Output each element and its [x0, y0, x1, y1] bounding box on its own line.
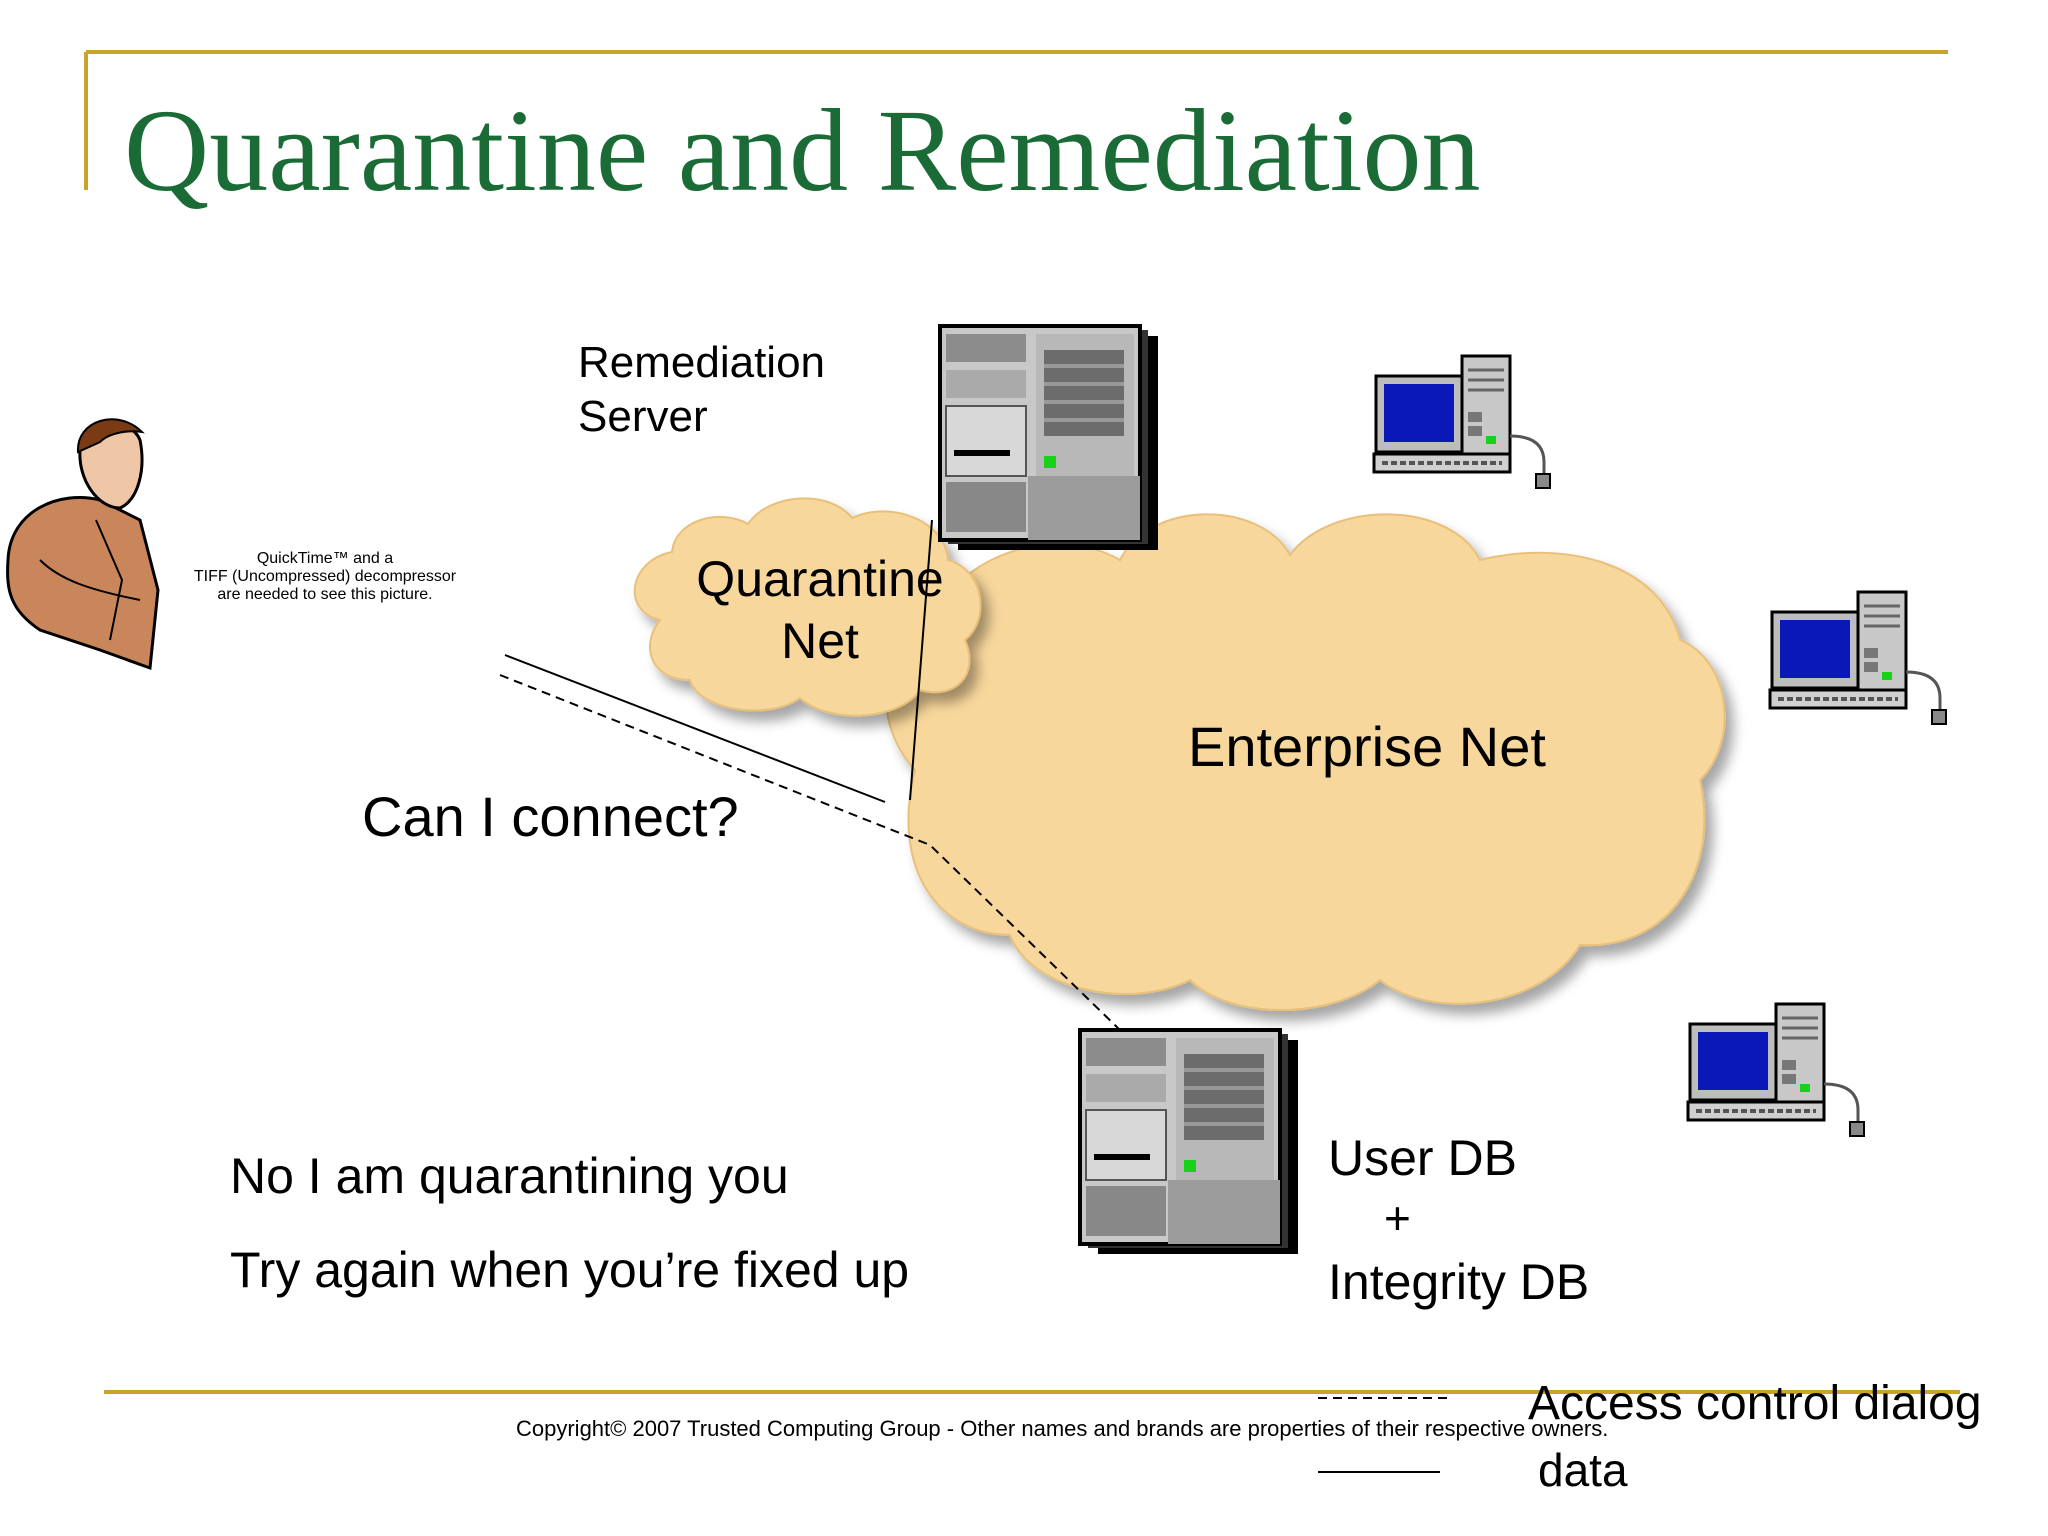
- integrity-db-label: Integrity DB: [1328, 1254, 1590, 1310]
- copyright-footer: Copyright© 2007 Trusted Computing Group …: [516, 1416, 1609, 1441]
- legend-data-label: data: [1538, 1444, 1628, 1496]
- remediation-server-label: Remediation Server: [578, 338, 826, 441]
- user-db-label: User DB: [1328, 1130, 1517, 1186]
- slide-title: Quarantine and Remediation: [124, 85, 1481, 216]
- legend-access-control-label: Access control dialog: [1528, 1377, 1982, 1430]
- quicktime-placeholder-note: QuickTime™ and a TIFF (Uncompressed) dec…: [193, 550, 457, 603]
- person-at-computer-icon: [6, 418, 160, 671]
- enterprise-net-label: Enterprise Net: [1188, 715, 1546, 778]
- user-db-plus: +: [1384, 1192, 1411, 1244]
- quarantine-response-line-1: No I am quarantining you: [230, 1148, 789, 1204]
- quarantine-response-line-2: Try again when you’re fixed up: [230, 1242, 910, 1298]
- quarantine-net-label: Quarantine Net: [696, 551, 944, 669]
- connect-question: Can I connect?: [362, 785, 739, 848]
